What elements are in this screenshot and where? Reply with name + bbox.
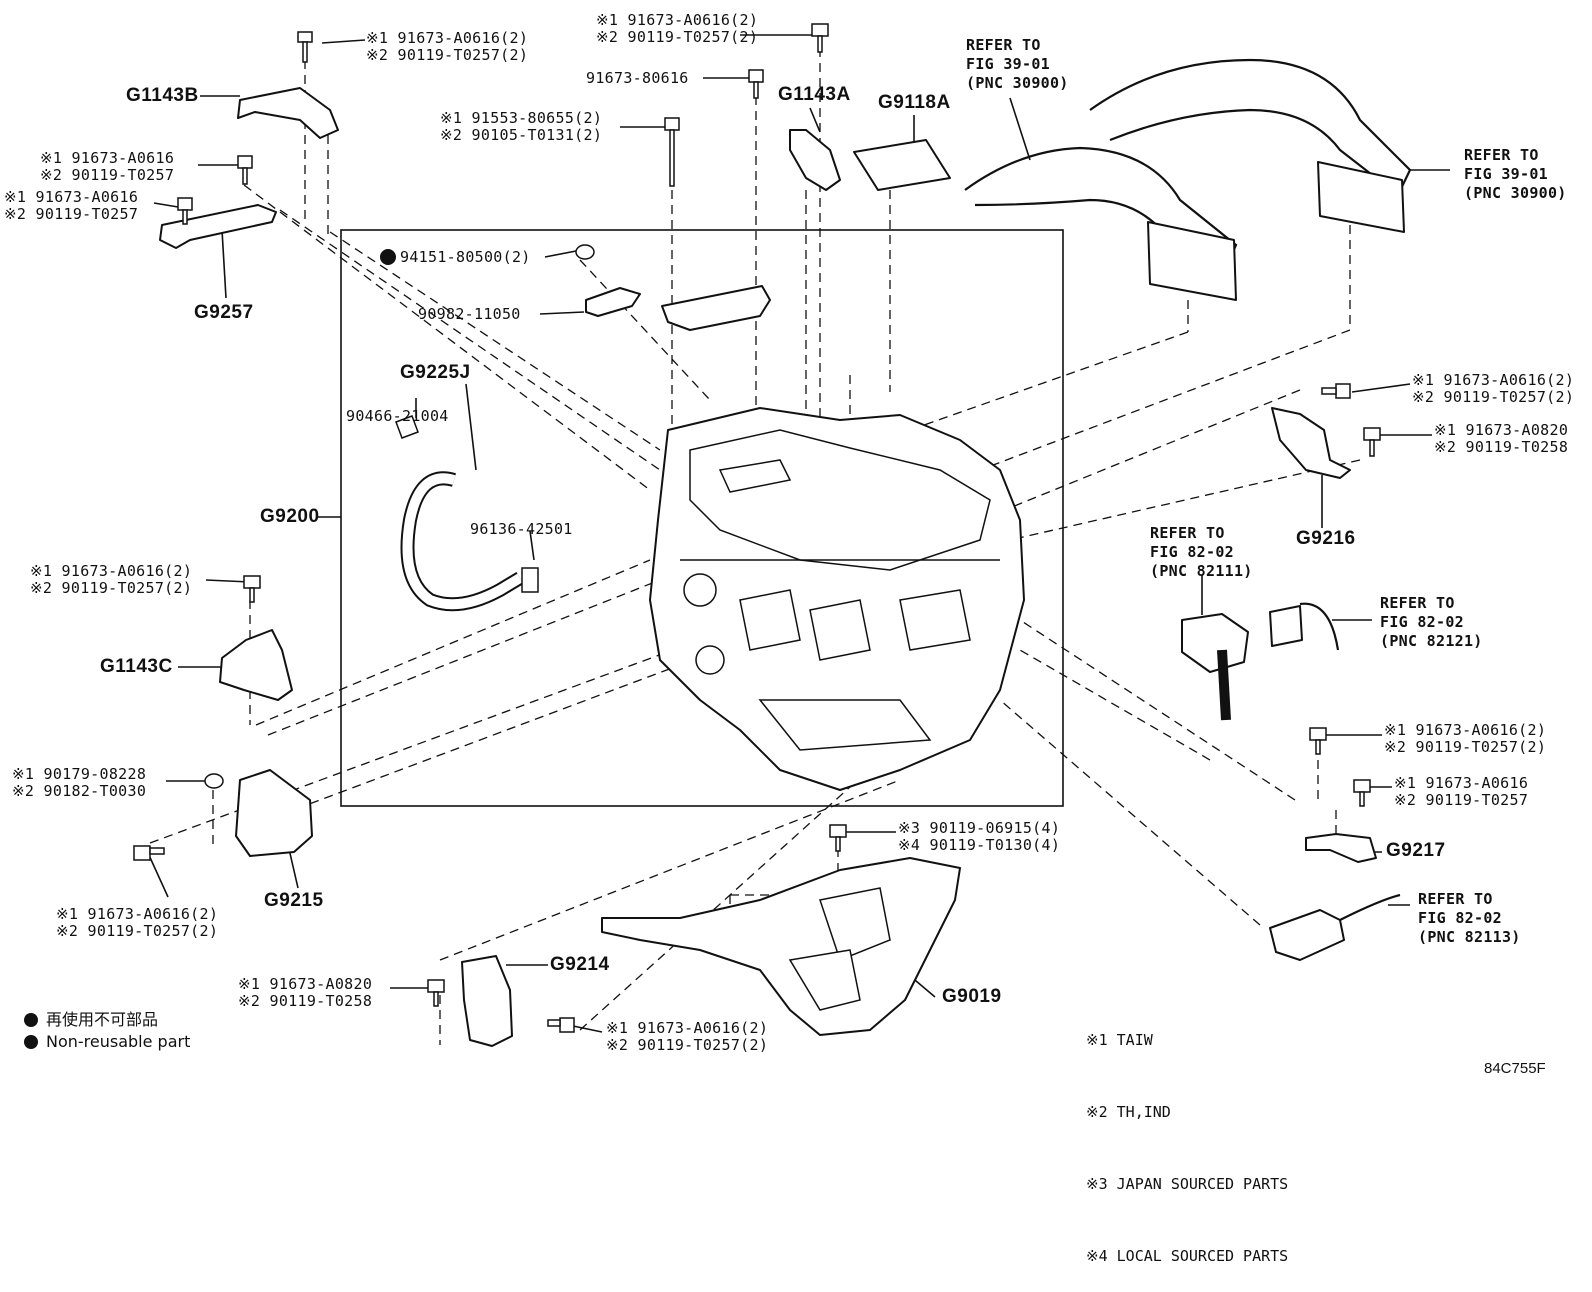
pn-g9214-b: ※1 91673-A0616(2)※2 90119-T0257(2) bbox=[606, 1019, 769, 1054]
stud-bolt bbox=[664, 117, 680, 187]
connector-a bbox=[1147, 221, 1237, 301]
pn-g9217-b: ※1 91673-A0616※2 90119-T0257 bbox=[1394, 774, 1529, 809]
bolt-top-left bbox=[297, 31, 313, 63]
callout-g9215: G9215 bbox=[264, 890, 324, 911]
assembly-frame bbox=[340, 229, 1064, 807]
bolt-g1143c bbox=[243, 575, 261, 603]
bolt-g9019 bbox=[829, 824, 847, 852]
bolt-g9214-b bbox=[547, 1017, 575, 1033]
hose-clip-90466 bbox=[395, 415, 419, 439]
bolt-top-center bbox=[811, 23, 829, 53]
clamp-90982 bbox=[585, 287, 641, 317]
sensor-cable-a bbox=[1217, 649, 1231, 721]
cable-b bbox=[1089, 58, 1412, 197]
non-reusable-marker bbox=[380, 249, 396, 265]
bracket-g9214 bbox=[461, 955, 513, 1047]
callout-g9217: G9217 bbox=[1386, 840, 1446, 861]
bolt-g9216-b bbox=[1363, 427, 1381, 457]
pn-g1143c: ※1 91673-A0616(2)※2 90119-T0257(2) bbox=[30, 562, 193, 597]
pn-g9257-a: ※1 91673-A0616※2 90119-T0257 bbox=[40, 149, 175, 184]
legend-reuse-jp: 再使用不可部品 bbox=[24, 1006, 158, 1030]
pn-top-center: ※1 91673-A0616(2)※2 90119-T0257(2) bbox=[596, 11, 759, 46]
label-g9118a bbox=[853, 139, 951, 191]
pn-g9215-nut: ※1 90179-08228※2 90182-T0030 bbox=[12, 765, 147, 800]
pn-hose-clamp: 96136-42501 bbox=[470, 520, 573, 538]
pn-g9215-bolt: ※1 91673-A0616(2)※2 90119-T0257(2) bbox=[56, 905, 219, 940]
pn-g9216-a: ※1 91673-A0616(2)※2 90119-T0257(2) bbox=[1412, 371, 1575, 406]
connector-b bbox=[1317, 161, 1405, 233]
callout-g1143a: G1143A bbox=[778, 84, 851, 105]
pn-g9216-b: ※1 91673-A0820※2 90119-T0258 bbox=[1434, 421, 1569, 456]
pn-g9019: ※3 90119-06915(4)※4 90119-T0130(4) bbox=[898, 819, 1061, 854]
bracket-g9217 bbox=[1305, 833, 1377, 863]
bolt-g9217-a bbox=[1309, 727, 1327, 755]
pn-g9257-b: ※1 91673-A0616※2 90119-T0257 bbox=[4, 188, 139, 223]
nut-g9215 bbox=[204, 773, 224, 789]
cover-plate bbox=[661, 285, 771, 331]
callout-g9200: G9200 bbox=[260, 506, 320, 527]
bolt-g9257-b bbox=[177, 197, 193, 225]
parts-diagram: G1143B G9257 G9200 G1143C G9215 G9214 G9… bbox=[4, 11, 1575, 1266]
pn-g9214-a: ※1 91673-A0820※2 90119-T0258 bbox=[238, 975, 373, 1010]
bracket-g9216 bbox=[1271, 407, 1351, 479]
inverter-assembly bbox=[649, 407, 1025, 791]
legend-reuse-en: Non-reusable part bbox=[24, 1032, 190, 1051]
callout-g1143c: G1143C bbox=[100, 656, 173, 677]
connector-82111 bbox=[1181, 613, 1249, 673]
bracket-g1143b bbox=[237, 87, 339, 139]
leader-lines bbox=[147, 34, 1450, 1033]
crossmember-g9019 bbox=[601, 857, 961, 1036]
bolt-80616 bbox=[748, 69, 764, 99]
connector-82121 bbox=[1269, 605, 1303, 647]
hose-clamp-96136 bbox=[521, 567, 539, 593]
bolt-g9257-a bbox=[237, 155, 253, 185]
sensor-82113 bbox=[1269, 909, 1345, 961]
bracket-g9257 bbox=[159, 204, 277, 249]
diagram-drawing bbox=[133, 23, 1450, 1047]
pn-g9217-a: ※1 91673-A0616(2)※2 90119-T0257(2) bbox=[1384, 721, 1547, 756]
bracket-g9215 bbox=[235, 769, 313, 857]
callout-g9118a: G9118A bbox=[878, 92, 951, 113]
bolt-g9216-a bbox=[1321, 383, 1351, 399]
callout-g9225j: G9225J bbox=[400, 362, 471, 383]
bracket-g1143c bbox=[219, 629, 293, 701]
pn-top-left: ※1 91673-A0616(2)※2 90119-T0257(2) bbox=[366, 29, 529, 64]
callout-g1143b: G1143B bbox=[126, 85, 199, 106]
callout-g9019: G9019 bbox=[942, 986, 1002, 1007]
bolt-g9215 bbox=[133, 845, 165, 861]
callout-g9214: G9214 bbox=[550, 954, 610, 975]
sensor-cable-b bbox=[1299, 602, 1340, 651]
diagram-code: 84C755F bbox=[1484, 1060, 1546, 1077]
bracket-g1143a bbox=[789, 129, 841, 191]
bullet-icon bbox=[24, 1013, 38, 1027]
callout-g9216: G9216 bbox=[1296, 528, 1356, 549]
cable-a bbox=[964, 146, 1238, 274]
pn-clamp: 90982-11050 bbox=[418, 305, 521, 323]
sensor-cable-c bbox=[1339, 893, 1401, 921]
pn-bolt-80616: 91673-80616 bbox=[586, 69, 689, 87]
nut-94151 bbox=[575, 244, 595, 260]
pn-stud-bolt: ※1 91553-80655(2)※2 90105-T0131(2) bbox=[440, 109, 603, 144]
legend-notes: ※1 TAIW ※2 TH,IND ※3 JAPAN SOURCED PARTS… bbox=[1086, 1031, 1289, 1265]
pn-hose-clip: 90466-21004 bbox=[346, 407, 449, 425]
callout-g9257: G9257 bbox=[194, 302, 254, 323]
bolt-g9217-b bbox=[1353, 779, 1371, 807]
bullet-icon bbox=[24, 1035, 38, 1049]
pn-nut: 94151-80500(2) bbox=[400, 248, 531, 266]
bolt-g9214-a bbox=[427, 979, 445, 1007]
